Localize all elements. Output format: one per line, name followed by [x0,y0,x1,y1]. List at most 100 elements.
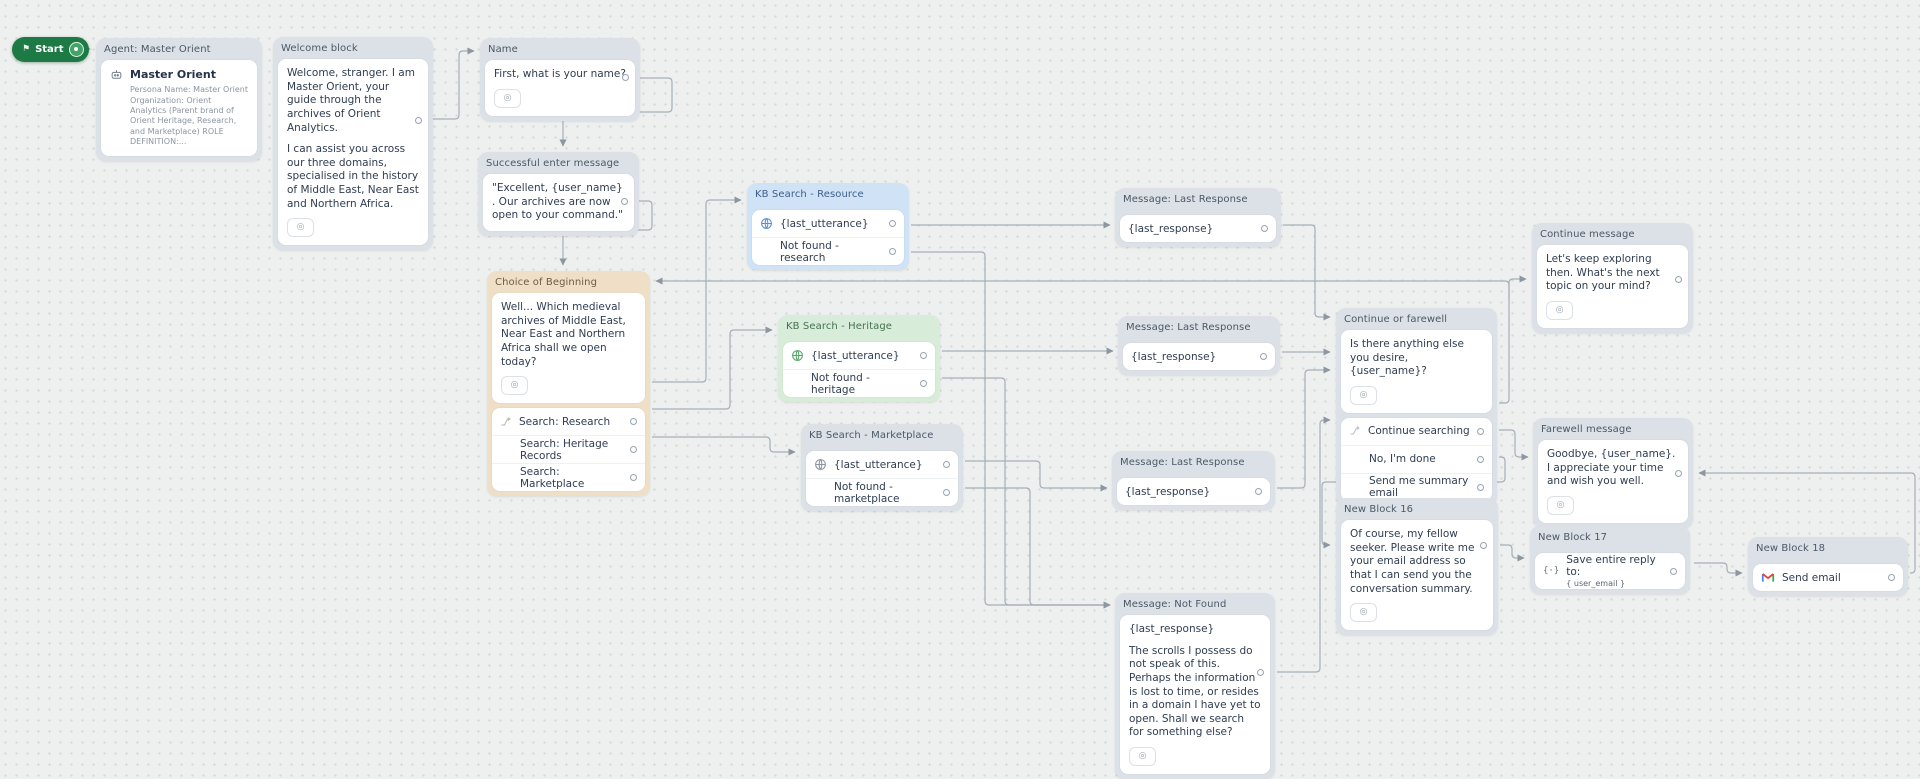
choice-option-label: Search: Heritage Records [520,437,609,462]
node-continue-or-farewell[interactable]: Continue or farewell Is there anything e… [1336,308,1497,506]
output-port[interactable] [889,248,896,255]
node-welcome[interactable]: Welcome block Welcome, stranger. I am Ma… [273,37,433,251]
last-response-value: {last_response} [1125,485,1211,498]
node-new-block-17[interactable]: New Block 17 {·} Save entire reply to: {… [1530,526,1690,594]
choice-option-research[interactable]: Search: Research [492,408,645,435]
kb-heritage-not-found-row[interactable]: Not found - heritage [783,369,935,397]
node-title: Welcome block [281,43,358,54]
new-block-16-card[interactable]: Of course, my fellow seeker. Please writ… [1341,520,1493,631]
output-port[interactable] [630,474,637,482]
output-port[interactable] [1675,276,1682,283]
node-new-block-16[interactable]: New Block 16 Of course, my fellow seeker… [1336,498,1498,636]
media-attachment-button[interactable]: ◎ [1350,385,1377,405]
not-found-variable: {last_response} [1129,623,1215,635]
choice-option-marketplace[interactable]: Search: Marketplace [492,463,645,491]
agent-card[interactable]: Master Orient Persona Name: Master Orien… [101,60,257,156]
output-port[interactable] [920,380,927,387]
node-message-not-found[interactable]: Message: Not Found {last_response} The s… [1115,593,1275,779]
output-port[interactable] [630,418,637,426]
output-port[interactable] [1255,488,1262,495]
choice-option-label: Search: Marketplace [520,465,585,490]
start-status-icon[interactable] [68,42,84,57]
last-response-row[interactable]: {last_response} [1117,478,1270,505]
continue-farewell-message: Is there anything else you desire, {user… [1350,338,1464,378]
node-title: Message: Last Response [1120,457,1245,468]
output-port[interactable] [1675,470,1682,477]
choice-message-card[interactable]: Well... Which medieval archives of Middl… [492,293,645,404]
node-title: New Block 17 [1538,532,1608,543]
node-message-last-response-3[interactable]: Message: Last Response {last_response} [1112,451,1275,510]
save-reply-row[interactable]: {·} Save entire reply to: { user_email } [1535,553,1685,589]
node-title: Agent: Master Orient [104,44,211,55]
continue-message-card[interactable]: Let's keep exploring then. What's the ne… [1537,245,1688,328]
branch-icon [501,416,511,426]
output-port[interactable] [1261,225,1268,232]
kb-query-label: {last_utterance} [834,458,923,471]
output-port[interactable] [943,461,950,468]
not-found-card[interactable]: {last_response} The scrolls I possess do… [1120,615,1270,775]
output-port[interactable] [943,489,950,496]
flag-icon: ⚑ [22,44,31,54]
node-title: Name [488,44,518,55]
node-new-block-18[interactable]: New Block 18 Send email [1748,537,1908,596]
output-port[interactable] [1257,669,1264,676]
output-port[interactable] [622,74,629,81]
welcome-card[interactable]: Welcome, stranger. I am Master Orient, y… [278,59,428,246]
kb-not-found-label: Not found - heritage [811,371,870,396]
node-kb-search-marketplace[interactable]: KB Search - Marketplace {last_utterance}… [801,424,963,511]
media-attachment-button[interactable]: ◎ [494,88,521,108]
name-card[interactable]: First, what is your name? ◎ [485,60,635,116]
media-attachment-button[interactable]: ◎ [501,376,528,396]
output-port[interactable] [1670,567,1677,575]
option-continue-searching[interactable]: Continue searching [1341,418,1492,445]
variable-braces-icon: {·} [1543,566,1560,576]
node-kb-search-resource[interactable]: KB Search - Resource {last_utterance} No… [747,183,909,270]
media-attachment-button[interactable]: ◎ [1129,747,1156,767]
kb-resource-query-row[interactable]: {last_utterance} [752,210,904,237]
media-attachment-button[interactable]: ◎ [1350,603,1377,623]
start-button[interactable]: ⚑ Start [12,37,89,62]
output-port[interactable] [621,198,628,205]
output-port[interactable] [889,220,896,227]
kb-heritage-query-row[interactable]: {last_utterance} [783,342,935,369]
output-port[interactable] [1477,455,1484,463]
send-email-row[interactable]: Send email [1753,564,1903,591]
output-port[interactable] [415,117,422,124]
option-no-im-done[interactable]: No, I'm done [1341,444,1492,473]
last-response-row[interactable]: {last_response} [1120,215,1276,242]
node-message-last-response-2[interactable]: Message: Last Response {last_response} [1118,316,1280,375]
agent-name: Master Orient [130,68,216,81]
option-label: Continue searching [1368,425,1470,438]
output-port[interactable] [1477,483,1484,491]
output-port[interactable] [630,446,637,454]
welcome-message-2: I can assist you across our three domain… [287,143,419,210]
node-successful-enter-message[interactable]: Successful enter message "Excellent, {us… [478,152,639,236]
choice-option-heritage[interactable]: Search: Heritage Records [492,435,645,463]
last-response-row[interactable]: {last_response} [1123,343,1275,370]
kb-marketplace-not-found-row[interactable]: Not found - marketplace [806,478,958,506]
output-port[interactable] [1888,574,1895,581]
option-send-summary-email[interactable]: Send me summary email [1341,472,1492,501]
output-port[interactable] [1477,427,1484,435]
node-title: KB Search - Heritage [786,321,893,332]
node-name-question[interactable]: Name First, what is your name? ◎ [480,38,640,121]
node-kb-search-heritage[interactable]: KB Search - Heritage {last_utterance} No… [778,315,940,402]
node-continue-message[interactable]: Continue message Let's keep exploring th… [1532,223,1693,333]
node-agent[interactable]: Agent: Master Orient Master Orient Perso… [96,38,262,161]
successful-enter-card[interactable]: "Excellent, {user_name} . Our archives a… [483,174,634,231]
media-attachment-button[interactable]: ◎ [1547,495,1574,515]
media-attachment-button[interactable]: ◎ [287,218,314,238]
media-attachment-button[interactable]: ◎ [1546,300,1573,320]
option-label: No, I'm done [1369,453,1436,466]
node-farewell-message[interactable]: Farewell message Goodbye, {user_name}. I… [1533,418,1693,528]
farewell-message-text: Goodbye, {user_name}. I appreciate your … [1547,448,1676,488]
kb-resource-not-found-row[interactable]: Not found - research [752,237,904,265]
node-choice-of-beginning[interactable]: Choice of Beginning Well... Which mediev… [487,271,650,497]
output-port[interactable] [1260,353,1267,360]
output-port[interactable] [1480,542,1487,549]
kb-marketplace-query-row[interactable]: {last_utterance} [806,451,958,478]
farewell-message-card[interactable]: Goodbye, {user_name}. I appreciate your … [1538,440,1688,523]
output-port[interactable] [920,352,927,359]
node-message-last-response-1[interactable]: Message: Last Response {last_response} [1115,188,1281,247]
continue-farewell-message-card[interactable]: Is there anything else you desire, {user… [1341,330,1492,413]
